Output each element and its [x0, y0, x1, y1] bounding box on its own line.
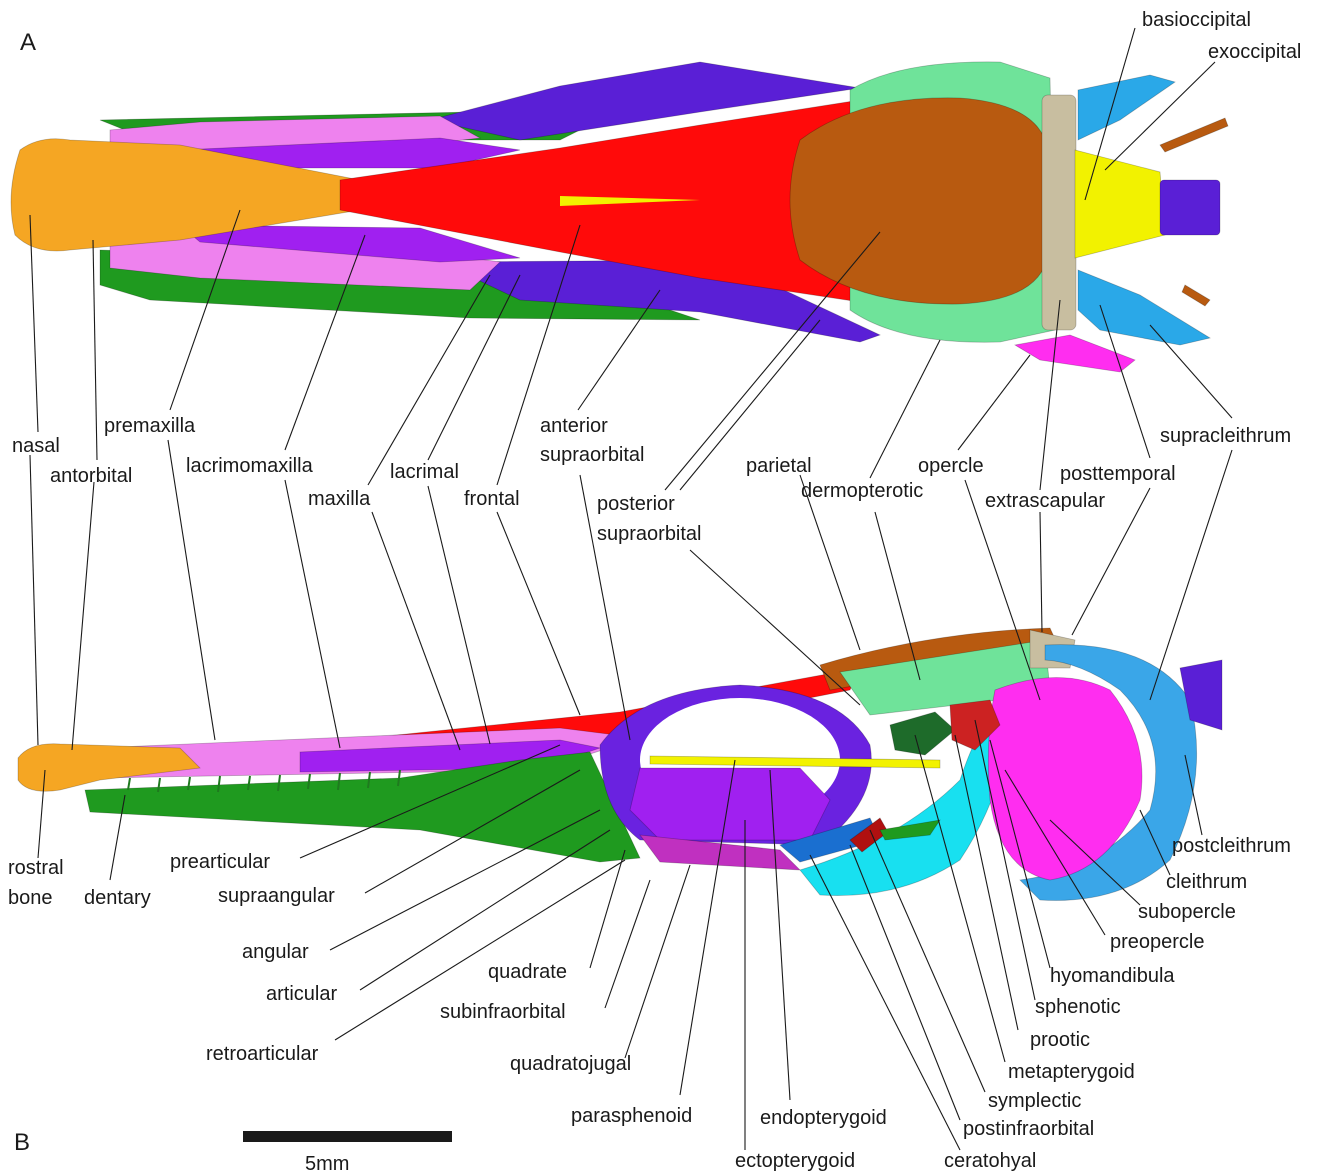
fragment-shape-1 [1160, 118, 1228, 152]
label-antorbital: antorbital [50, 465, 132, 487]
skull-dorsal-view [11, 62, 1228, 372]
label-postcleithrum: postcleithrum [1172, 835, 1291, 857]
label-subopercle: subopercle [1138, 901, 1236, 923]
fragment-shape-2 [1182, 285, 1210, 306]
label-dentary: dentary [84, 887, 151, 909]
label-subinfraorbital: subinfraorbital [440, 1001, 566, 1023]
label-preopercle: preopercle [1110, 931, 1205, 953]
endopterygoid-shape [630, 768, 830, 840]
label-supraangular: supraangular [218, 885, 335, 907]
label-articular: articular [266, 983, 337, 1005]
metapterygoid-shape [890, 712, 955, 755]
label-extrascapular: extrascapular [985, 490, 1105, 512]
label-lacrimal: lacrimal [390, 461, 459, 483]
label-prearticular: prearticular [170, 851, 270, 873]
label-lacrimomaxilla: lacrimomaxilla [186, 455, 314, 477]
label-cleithrum: cleithrum [1166, 871, 1247, 893]
extrascapular-dorsal-shape [1042, 95, 1076, 330]
label-endopterygoid: endopterygoid [760, 1107, 887, 1129]
label-angular: angular [242, 941, 309, 963]
label-metapterygoid: metapterygoid [1008, 1061, 1135, 1083]
label-ectopterygoid: ectopterygoid [735, 1150, 855, 1172]
label-parasphenoid: parasphenoid [571, 1105, 692, 1127]
parietal-dorsal-shape [790, 98, 1048, 304]
vertebra-dorsal-shape [1160, 180, 1220, 235]
label-exoccipital: exoccipital [1208, 41, 1301, 63]
scale-bar-line [243, 1131, 452, 1142]
label-nasal: nasal [12, 435, 60, 457]
label-premaxilla: premaxilla [104, 415, 196, 437]
label-quadratojugal: quadratojugal [510, 1053, 631, 1075]
label-frontal: frontal [464, 488, 520, 510]
panel-label-b: B [14, 1129, 30, 1156]
label-ceratohyal: ceratohyal [944, 1150, 1036, 1172]
opercle-dorsal-shape [1015, 335, 1135, 372]
label-maxilla: maxilla [308, 488, 371, 510]
label-parietal: parietal [746, 455, 812, 477]
label-prootic: prootic [1030, 1029, 1090, 1051]
premaxilla-lateral-shape [18, 744, 200, 791]
scale-bar-label: 5mm [305, 1153, 349, 1175]
label-dermopterotic: dermopterotic [801, 480, 923, 502]
panel-label-a: A [20, 29, 36, 56]
label-quadrate: quadrate [488, 961, 567, 983]
label-postinfraorbital: postinfraorbital [963, 1118, 1094, 1140]
label-symplectic: symplectic [988, 1090, 1081, 1112]
supracleithrum-lower-shape [1078, 270, 1210, 345]
label-opercle: opercle [918, 455, 984, 477]
label-supracleithrum: supracleithrum [1160, 425, 1291, 447]
scale-bar: 5mm [243, 1131, 452, 1175]
label-sphenotic: sphenotic [1035, 996, 1121, 1018]
basioccipital-dorsal-shape [1075, 150, 1165, 258]
label-posttemporal: posttemporal [1060, 463, 1176, 485]
supracleithrum-upper-shape [1078, 75, 1175, 140]
label-hyomandibula: hyomandibula [1050, 965, 1175, 987]
label-basioccipital: basioccipital [1142, 9, 1251, 31]
label-retroarticular: retroarticular [206, 1043, 319, 1065]
